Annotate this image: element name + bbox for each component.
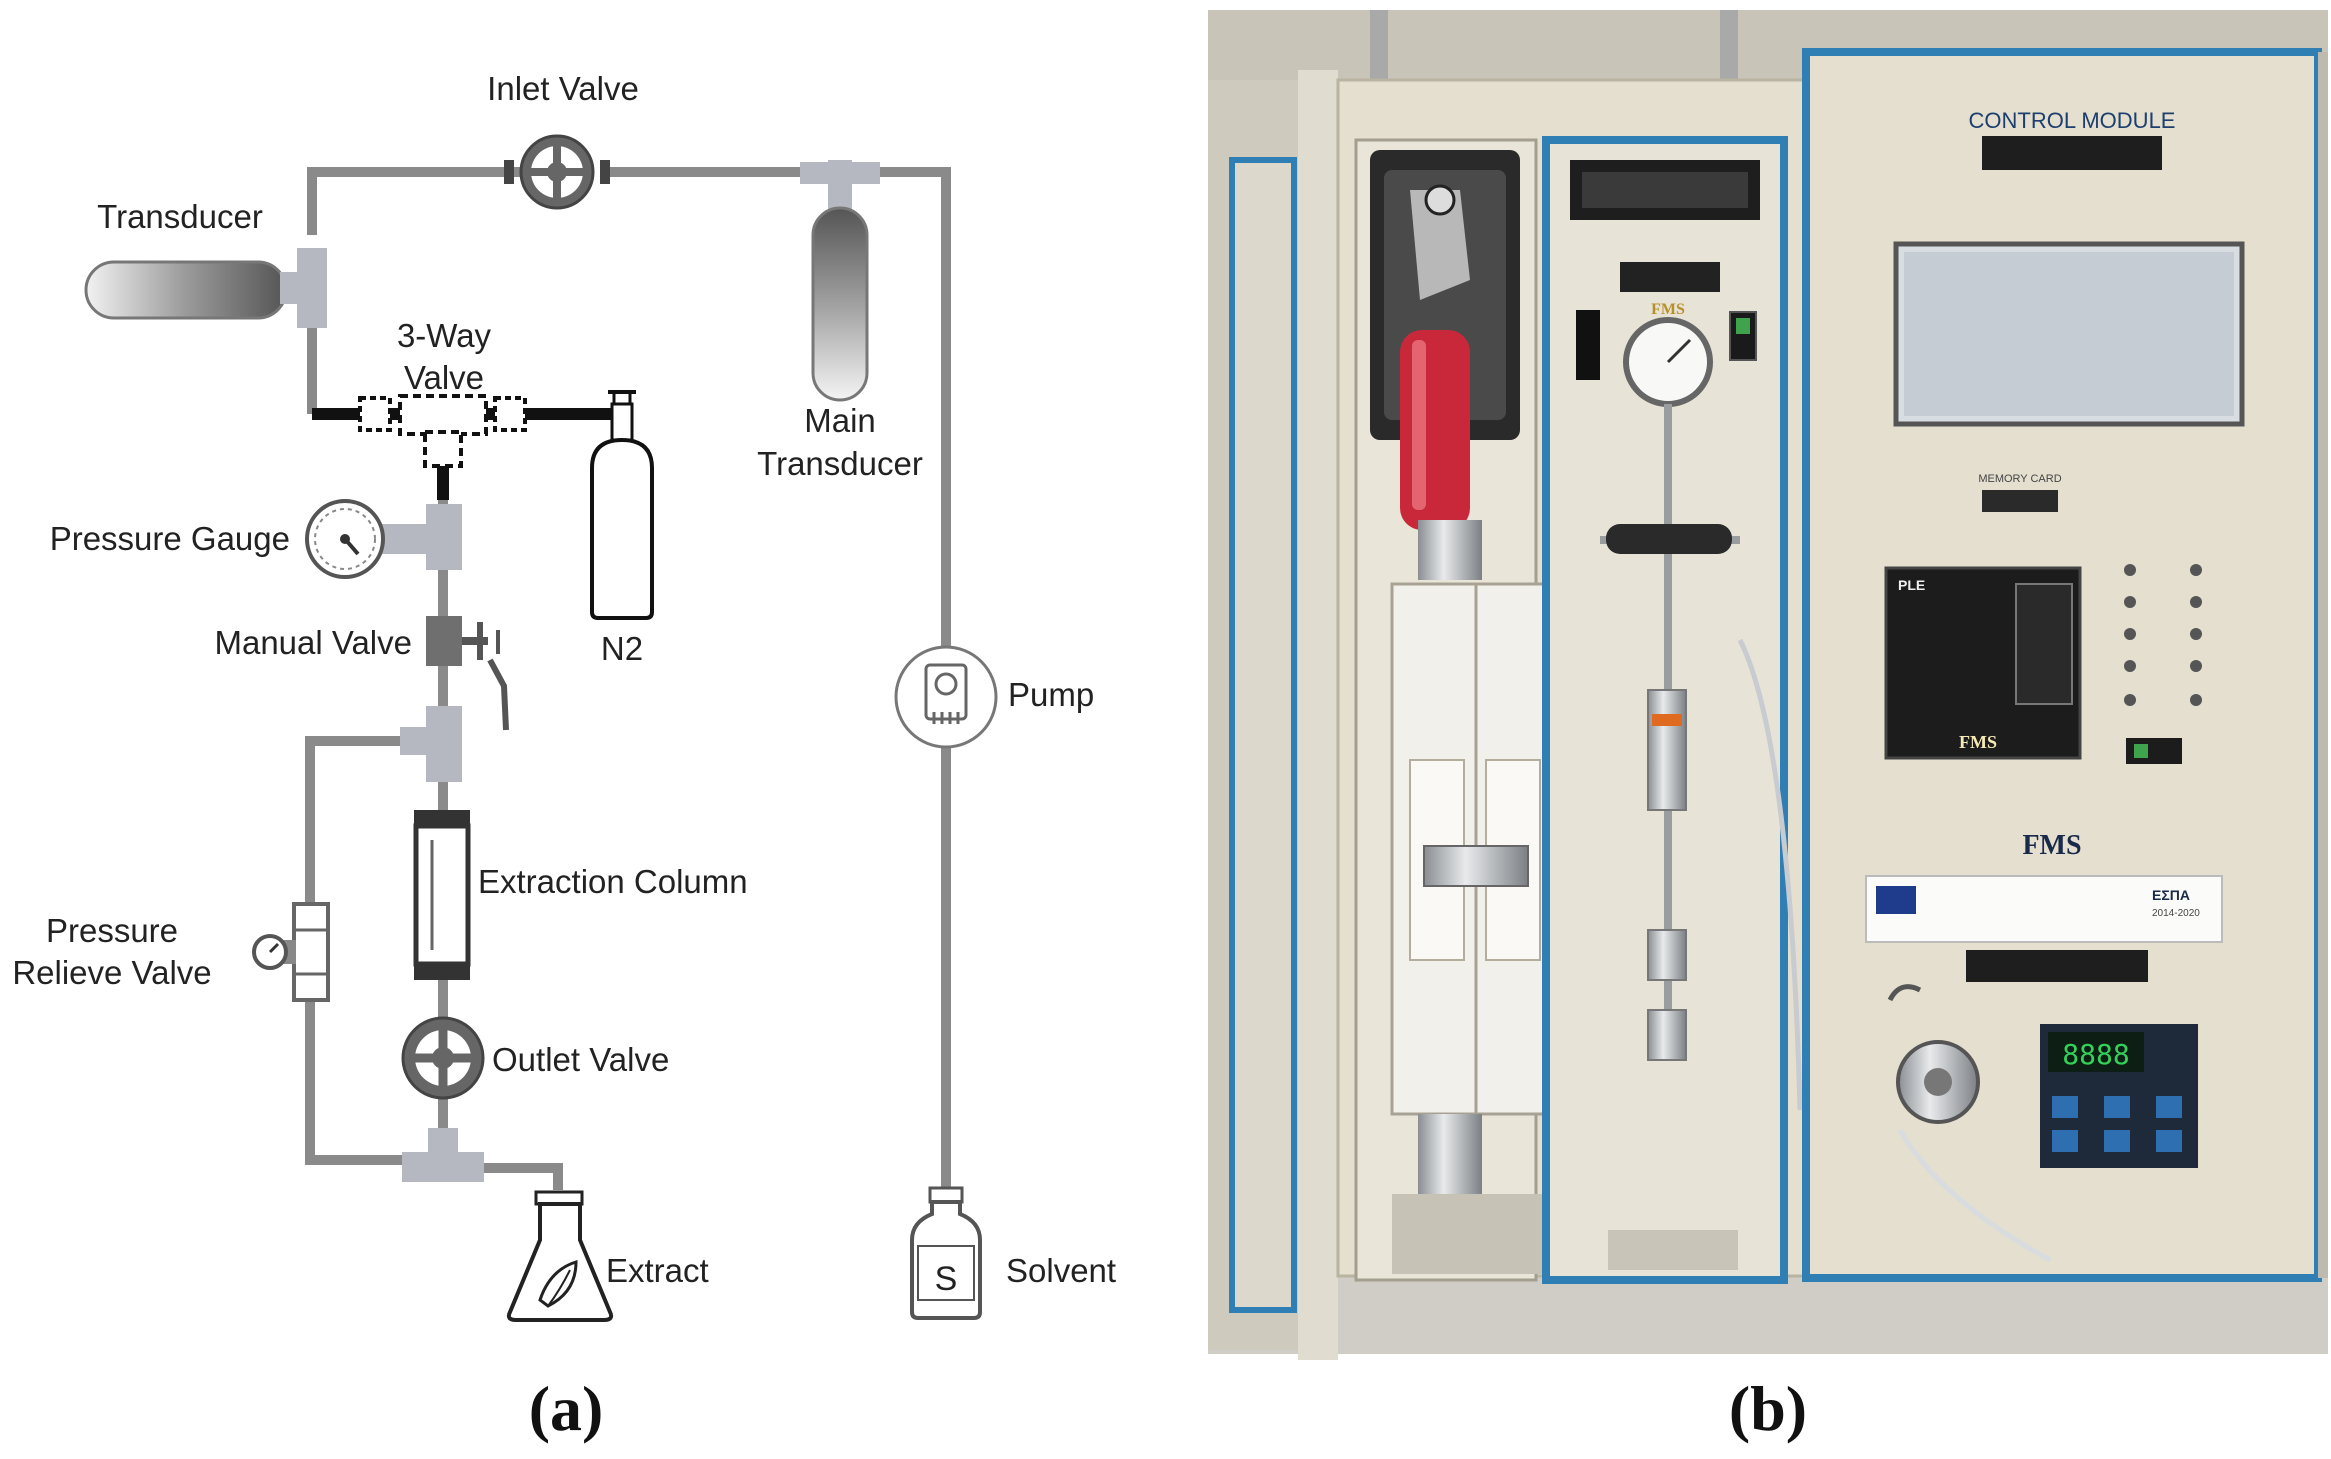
- three-way-valve-icon: [358, 394, 527, 468]
- photo-ple-label: PLE: [1898, 577, 1925, 593]
- label-pressure-relieve-2: Relieve Valve: [12, 954, 211, 991]
- photo-panel: FMS CONTROL MODULE MEMORY CARD PLE FMS: [1208, 10, 2328, 1360]
- photo-fms-panel-label: FMS: [1959, 732, 1997, 752]
- label-extraction-column: Extraction Column: [478, 863, 748, 900]
- caption-a: (a): [529, 1373, 604, 1444]
- photo-fms-main-label: FMS: [2022, 830, 2081, 861]
- label-main-transducer-2: Transducer: [757, 445, 923, 482]
- pressure-relieve-valve-icon: [252, 902, 330, 1002]
- label-solvent: Solvent: [1006, 1252, 1116, 1289]
- pump-icon: [894, 645, 998, 749]
- transducer-icon: [84, 248, 327, 328]
- inlet-valve-icon: [504, 134, 610, 210]
- label-main-transducer-1: Main: [804, 402, 876, 439]
- label-extract: Extract: [606, 1252, 709, 1289]
- photo-espa-label: ΕΣΠΑ: [2152, 887, 2190, 903]
- solvent-bottle-letter: S: [935, 1260, 958, 1298]
- t-fitting-bottom: [402, 1128, 484, 1182]
- label-pressure-relieve-1: Pressure: [46, 912, 178, 949]
- main-transducer-icon: [800, 160, 880, 402]
- schematic-panel: S Inlet Valve Transducer 3-Way Valve Mai…: [12, 70, 1116, 1322]
- top-pipe: [307, 167, 520, 235]
- label-transducer: Transducer: [97, 198, 263, 235]
- top-pipe-right: [600, 167, 951, 1192]
- label-pump: Pump: [1008, 676, 1094, 713]
- label-pressure-gauge: Pressure Gauge: [50, 520, 290, 557]
- photo-fms-gauge-label: FMS: [1651, 301, 1685, 318]
- photo-control-module-label: CONTROL MODULE: [1969, 108, 2176, 133]
- extraction-column-icon: [413, 810, 471, 980]
- solvent-bottle-icon: S: [910, 1186, 982, 1320]
- photo-display-digits: 8888: [2062, 1038, 2129, 1071]
- caption-b: (b): [1729, 1373, 1807, 1444]
- n2-cylinder-icon: [590, 390, 654, 620]
- label-inlet-valve: Inlet Valve: [487, 70, 639, 107]
- outlet-valve-icon: [401, 1016, 485, 1100]
- extract-flask-icon: [506, 1190, 614, 1322]
- label-manual-valve: Manual Valve: [214, 624, 412, 661]
- pressure-gauge-icon: [305, 499, 462, 579]
- t-fitting-relief: [400, 706, 462, 782]
- label-three-way-2: Valve: [404, 359, 484, 396]
- toggle-switch-grid: [2124, 564, 2202, 706]
- manual-valve-icon: [426, 616, 509, 731]
- label-n2: N2: [601, 630, 643, 667]
- label-outlet-valve: Outlet Valve: [492, 1041, 669, 1078]
- label-three-way-1: 3-Way: [397, 317, 492, 354]
- photo-espa-years: 2014-2020: [2152, 908, 2200, 919]
- photo-memory-card-label: MEMORY CARD: [1978, 473, 2061, 485]
